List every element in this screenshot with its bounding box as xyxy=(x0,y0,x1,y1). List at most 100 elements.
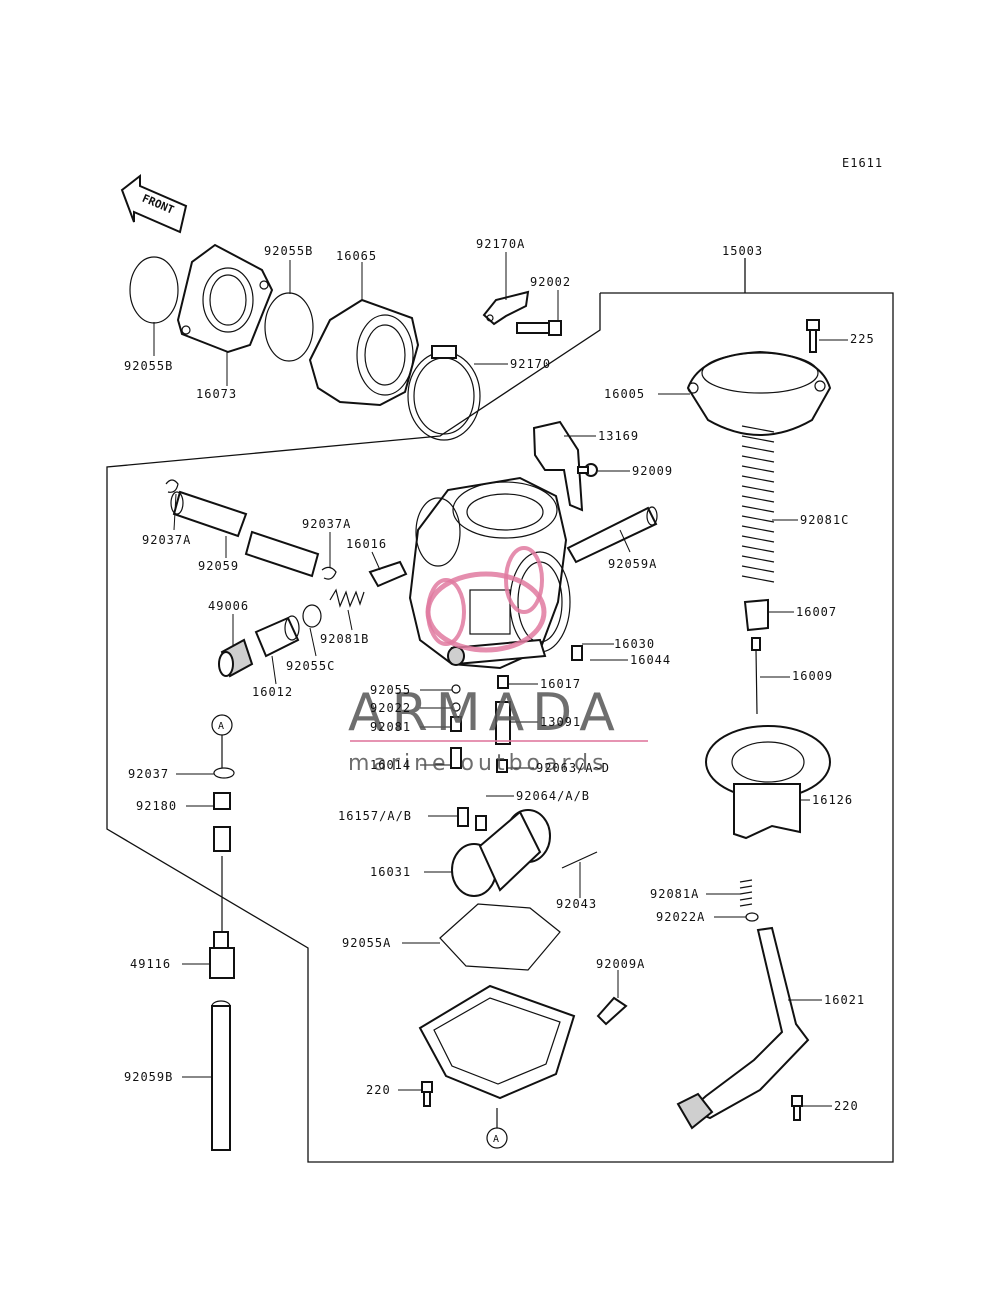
tube-92180-icon xyxy=(213,792,231,852)
screw-225-icon xyxy=(806,319,820,353)
label-16012: 16012 xyxy=(252,685,293,699)
label-16065: 16065 xyxy=(336,249,377,263)
label-49116: 49116 xyxy=(130,957,171,971)
label-92081C: 92081C xyxy=(800,513,849,527)
label-92059: 92059 xyxy=(198,559,239,573)
needle-holder-icon xyxy=(743,598,769,632)
washer-92055C-icon xyxy=(302,604,322,628)
clip-92037-icon xyxy=(213,767,235,779)
cap-49006-icon xyxy=(218,638,254,678)
label-49006: 49006 xyxy=(208,599,249,613)
screw-220-left-icon xyxy=(421,1081,433,1107)
label-92055C: 92055C xyxy=(286,659,335,673)
spring-92081C-icon xyxy=(741,425,775,583)
label-16021: 16021 xyxy=(824,993,865,1007)
label-16126: 16126 xyxy=(812,793,853,807)
watermark-title: ARMADA xyxy=(348,683,623,743)
clamp-icon xyxy=(407,345,481,441)
label-16014: 16014 xyxy=(370,758,411,772)
label-92055B: 92055B xyxy=(124,359,173,373)
label-16017: 16017 xyxy=(540,677,581,691)
label-16073: 16073 xyxy=(196,387,237,401)
pin-92043-icon xyxy=(561,851,598,869)
part-labels: 15003 225 16005 92081C 16007 16009 16126… xyxy=(124,237,874,1113)
label-92037: 92037 xyxy=(128,767,169,781)
lever-shaft-icon xyxy=(447,638,547,666)
label-92055B-top: 92055B xyxy=(264,244,313,258)
label-92009: 92009 xyxy=(632,464,673,478)
tube-92059B-icon xyxy=(211,1000,231,1151)
watermark-subtitle: marine outboards xyxy=(348,751,608,776)
label-92009A: 92009A xyxy=(596,957,645,971)
screw-16016-icon xyxy=(368,560,408,588)
callout-a-bottom: A xyxy=(493,1134,499,1145)
label-92063: 92063/A~D xyxy=(536,761,610,775)
label-16005: 16005 xyxy=(604,387,645,401)
piston-16012-icon xyxy=(254,615,300,658)
carburetor-frame xyxy=(106,292,894,1163)
label-16157: 16157/A/B xyxy=(338,809,412,823)
spring-92081A-icon xyxy=(739,879,759,922)
label-16007: 16007 xyxy=(796,605,837,619)
o-ring-icon xyxy=(264,292,314,362)
label-92180: 92180 xyxy=(136,799,177,813)
label-16016: 16016 xyxy=(346,537,387,551)
bracket-13169-icon xyxy=(532,420,584,512)
leader-lines xyxy=(153,252,848,1107)
watermark-logo-icon xyxy=(425,546,547,653)
label-92059A: 92059A xyxy=(608,557,657,571)
label-92170: 92170 xyxy=(510,357,551,371)
label-92037A-left: 92037A xyxy=(142,533,191,547)
label-16044: 16044 xyxy=(630,653,671,667)
label-92170A: 92170A xyxy=(476,237,525,251)
callout-a-bottom-icon: A xyxy=(486,1108,508,1149)
diagram-code: E1611 xyxy=(842,156,883,170)
label-13169: 13169 xyxy=(598,429,639,443)
diaphragm-piston-icon xyxy=(705,725,831,840)
label-220-right: 220 xyxy=(834,1099,859,1113)
label-16030: 16030 xyxy=(614,637,655,651)
screw-92009A-icon xyxy=(596,996,628,1026)
label-92064: 92064/A/B xyxy=(516,789,590,803)
label-92081A: 92081A xyxy=(650,887,699,901)
label-92002: 92002 xyxy=(530,275,571,289)
pipe-right-icon xyxy=(566,506,658,564)
label-92055A: 92055A xyxy=(342,936,391,950)
label-92037A: 92037A xyxy=(302,517,351,531)
callout-a-top-icon: A xyxy=(211,714,233,768)
label-92081: 92081 xyxy=(370,720,411,734)
label-15003: 15003 xyxy=(722,244,763,258)
label-92081B: 92081B xyxy=(320,632,369,646)
holder-carburetor-icon xyxy=(308,298,420,407)
label-16009: 16009 xyxy=(792,669,833,683)
top-cover-icon xyxy=(686,350,832,436)
front-arrow-icon: FRONT xyxy=(120,173,188,234)
label-220-left: 220 xyxy=(366,1083,391,1097)
label-16031: 16031 xyxy=(370,865,411,879)
label-13091: 13091 xyxy=(540,715,581,729)
pipe-92059-icon xyxy=(170,490,320,578)
gasket-92055A-icon xyxy=(439,903,561,971)
fitting-49116-icon xyxy=(209,856,235,979)
float-bowl-icon xyxy=(418,984,576,1100)
screw-92009-icon xyxy=(577,463,598,477)
callout-a-top: A xyxy=(218,721,224,732)
screw-icon xyxy=(516,320,562,336)
label-92059B: 92059B xyxy=(124,1070,173,1084)
insulator-flange-icon xyxy=(176,243,274,354)
o-ring-large-icon xyxy=(129,256,179,324)
jet-needle-icon xyxy=(751,637,761,715)
label-92022A: 92022A xyxy=(656,910,705,924)
screw-220-right-icon xyxy=(791,1095,803,1121)
watermark: ARMADA marine outboards xyxy=(348,546,648,776)
label-92022: 92022 xyxy=(370,701,411,715)
clip-92037A-icon xyxy=(165,479,337,580)
label-92043: 92043 xyxy=(556,897,597,911)
float-16031-icon xyxy=(451,809,551,897)
starter-plunger-icon xyxy=(676,926,810,1130)
jet-stack-icon xyxy=(450,645,583,831)
spring-92081B-icon xyxy=(329,588,365,608)
label-92055: 92055 xyxy=(370,683,411,697)
